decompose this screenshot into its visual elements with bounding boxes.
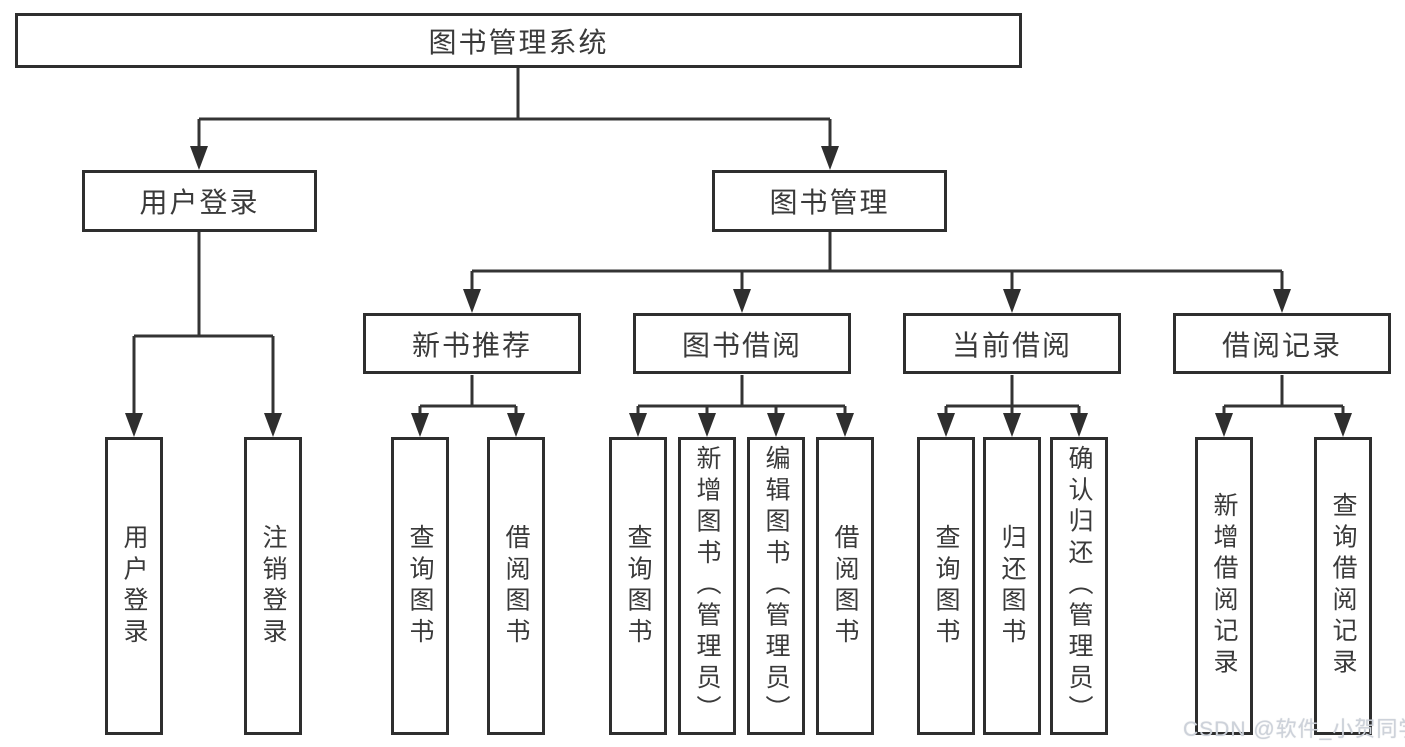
- leaf-query-books-borrowing: 查询图书: [609, 437, 667, 735]
- leaf-add-books-admin-label: 新增图书（管理员）: [693, 445, 721, 727]
- leaf-query-books-newbook-label: 查询图书: [406, 523, 434, 649]
- leaf-return-books-label: 归还图书: [998, 523, 1026, 649]
- leaf-add-borrow-record-label: 新增借阅记录: [1210, 492, 1238, 680]
- node-borrowing-records: 借阅记录: [1173, 313, 1391, 374]
- connector-paths: [132, 68, 1345, 416]
- leaf-user-login-label: 用户登录: [120, 523, 148, 649]
- arrowhead-icons: [125, 146, 1352, 437]
- node-user-login: 用户登录: [82, 170, 317, 232]
- node-book-management: 图书管理: [712, 170, 947, 232]
- leaf-query-borrow-record: 查询借阅记录: [1314, 437, 1372, 735]
- leaf-borrow-books-newbook-label: 借阅图书: [502, 523, 530, 649]
- leaf-user-login: 用户登录: [105, 437, 163, 735]
- leaf-query-books-current: 查询图书: [917, 437, 975, 735]
- node-current-borrowing: 当前借阅: [903, 313, 1121, 374]
- leaf-logout: 注销登录: [244, 437, 302, 735]
- leaf-edit-books-admin: 编辑图书（管理员）: [747, 437, 805, 735]
- leaf-confirm-return-admin-label: 确认归还（管理员）: [1065, 445, 1093, 727]
- leaf-query-books-current-label: 查询图书: [932, 523, 960, 649]
- watermark: CSDN @软件_小贺同学: [1183, 718, 1405, 741]
- leaf-query-books-borrowing-label: 查询图书: [624, 523, 652, 649]
- leaf-confirm-return-admin: 确认归还（管理员）: [1050, 437, 1108, 735]
- leaf-query-books-newbook: 查询图书: [391, 437, 449, 735]
- node-book-borrowing: 图书借阅: [633, 313, 851, 374]
- leaf-borrow-books-borrowing-label: 借阅图书: [831, 523, 859, 649]
- leaf-edit-books-admin-label: 编辑图书（管理员）: [762, 445, 790, 727]
- leaf-add-books-admin: 新增图书（管理员）: [678, 437, 736, 735]
- leaf-borrow-books-newbook: 借阅图书: [487, 437, 545, 735]
- node-new-book-recommend: 新书推荐: [363, 313, 581, 374]
- leaf-query-borrow-record-label: 查询借阅记录: [1329, 492, 1357, 680]
- node-library-system: 图书管理系统: [15, 13, 1022, 68]
- leaf-return-books: 归还图书: [983, 437, 1041, 735]
- leaf-add-borrow-record: 新增借阅记录: [1195, 437, 1253, 735]
- leaf-borrow-books-borrowing: 借阅图书: [816, 437, 874, 735]
- leaf-logout-label: 注销登录: [259, 523, 287, 649]
